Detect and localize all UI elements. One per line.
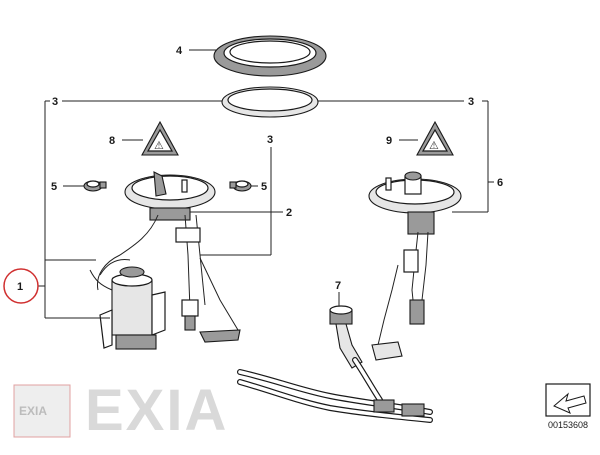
callout-4: 4 — [176, 45, 183, 57]
part-5-clip-right — [229, 180, 252, 192]
part-6-right-level-sensor — [368, 171, 462, 361]
part-3-gasket — [221, 86, 319, 118]
callout-3-mid: 3 — [267, 134, 273, 146]
callouts: 4 3 3 3 8 9 5 5 2 6 7 1 — [3, 45, 503, 304]
part-2-left-pump-assembly — [89, 171, 241, 350]
callout-7: 7 — [335, 280, 341, 292]
arrow-shape — [553, 392, 587, 414]
callout-6: 6 — [497, 177, 503, 189]
callout-3-right: 3 — [468, 96, 474, 108]
part-5-clip-left — [83, 180, 107, 192]
diagram-reference: 00153608 — [545, 383, 591, 430]
callout-3-left: 3 — [52, 96, 58, 108]
callout-9: 9 — [386, 135, 392, 147]
watermark-logo-box — [13, 384, 71, 438]
part-7-connector-and-fuel-lines — [237, 305, 433, 423]
warning-symbol: ⚠ — [154, 140, 164, 152]
callout-8: 8 — [109, 135, 115, 147]
warning-symbol: ⚠ — [429, 140, 439, 152]
callout-1-highlight — [3, 268, 39, 304]
callout-1: 1 — [17, 281, 23, 293]
watermark: EXIA EXIA — [13, 378, 228, 443]
callout-2: 2 — [286, 207, 292, 219]
callout-5-right: 5 — [261, 181, 267, 193]
leader-lines — [38, 49, 494, 319]
watermark-large-text: EXIA — [85, 378, 228, 443]
watermark-logo-text: EXIA — [19, 404, 47, 418]
part-9-warning-sticker: ⚠ — [416, 120, 454, 156]
diagram-code: 00153608 — [548, 420, 588, 430]
callout-5-left: 5 — [51, 181, 57, 193]
part-4-seal-ring — [213, 35, 327, 77]
part-8-warning-sticker: ⚠ — [141, 120, 179, 156]
